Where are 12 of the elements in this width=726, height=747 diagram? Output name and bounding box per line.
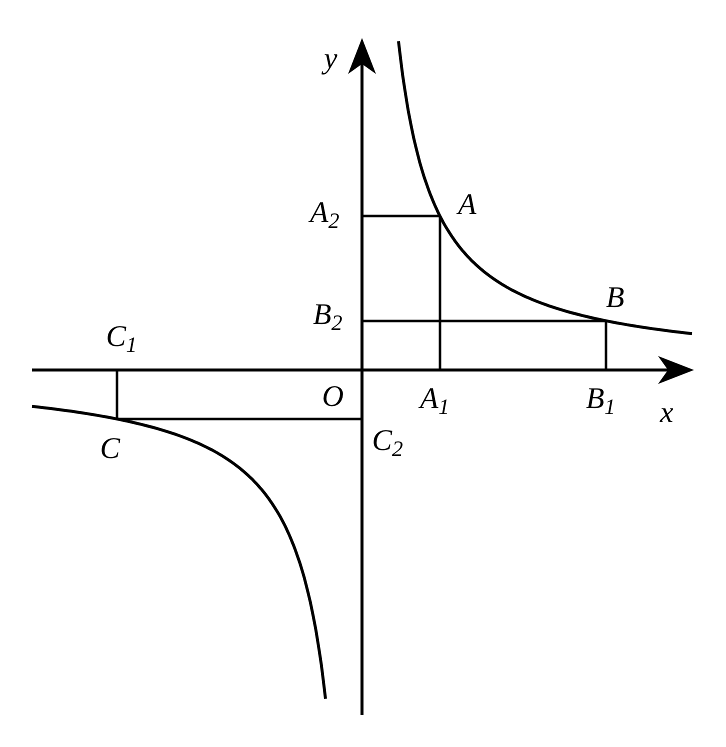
point-label: B bbox=[606, 283, 624, 313]
point-label: A$_{2}$ bbox=[310, 198, 340, 228]
point-label: B$_{2}$ bbox=[313, 300, 342, 330]
point-label: A bbox=[458, 190, 476, 220]
point-label: C bbox=[100, 434, 120, 464]
point-label: C$_{1}$ bbox=[106, 322, 138, 352]
point-label: C$_{2}$ bbox=[372, 426, 404, 456]
point-label: B$_{1}$ bbox=[586, 384, 616, 414]
axis-label: x bbox=[660, 398, 674, 428]
origin-label: O bbox=[322, 382, 344, 412]
axis-label: y bbox=[324, 44, 338, 74]
point-label: A$_{1}$ bbox=[420, 384, 450, 414]
